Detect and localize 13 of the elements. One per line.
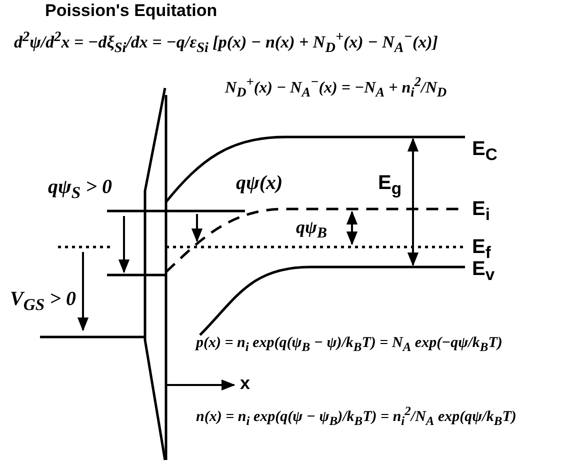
axis-label: x [240,374,250,394]
voltage-label: V$_{GS}$ > 0 [10,288,76,314]
equation: n(x) = n$_{i}$ exp(q(ψ − ψ$_{B}$)/k$_{B}$T) = n$_{i}$$^{2}$/N$_{A}$ exp(qψ/k$_{B}$T) [196,405,516,429]
band-label: E$_{g}$ [378,172,402,198]
potential-label: qψ(x) [236,172,283,194]
potential-label: qψ$_{B}$ [296,218,328,242]
band-label: E$_{i}$ [472,198,490,224]
title: Poission's Equitation [45,2,218,21]
potential-label: qψ$_{S}$ > 0 [48,176,112,202]
equation: N$_{D}$$^{+}$(x) − N$_{A}$$^{−}$(x) = −N$_{A}$ + n$_{i}$$^{2}$/N$_{D}$ [225,75,447,100]
equation: d$^{2}$ψ/d$^{2}$x = −dξ$_{Si}$/dx = −q/ε$_{Si}$ [p(x) − n(x) + N$_{D}$$^{+}$(x) − N$_{A}$$^{−}$(x)] [14,30,438,57]
band-label: E$_{C}$ [472,138,498,164]
equation: p(x) = n$_{i}$ exp(q(ψ$_{B}$ − ψ)/k$_{B}$T) = N$_{A}$ exp(−qψ/k$_{B}$T) [196,335,502,355]
